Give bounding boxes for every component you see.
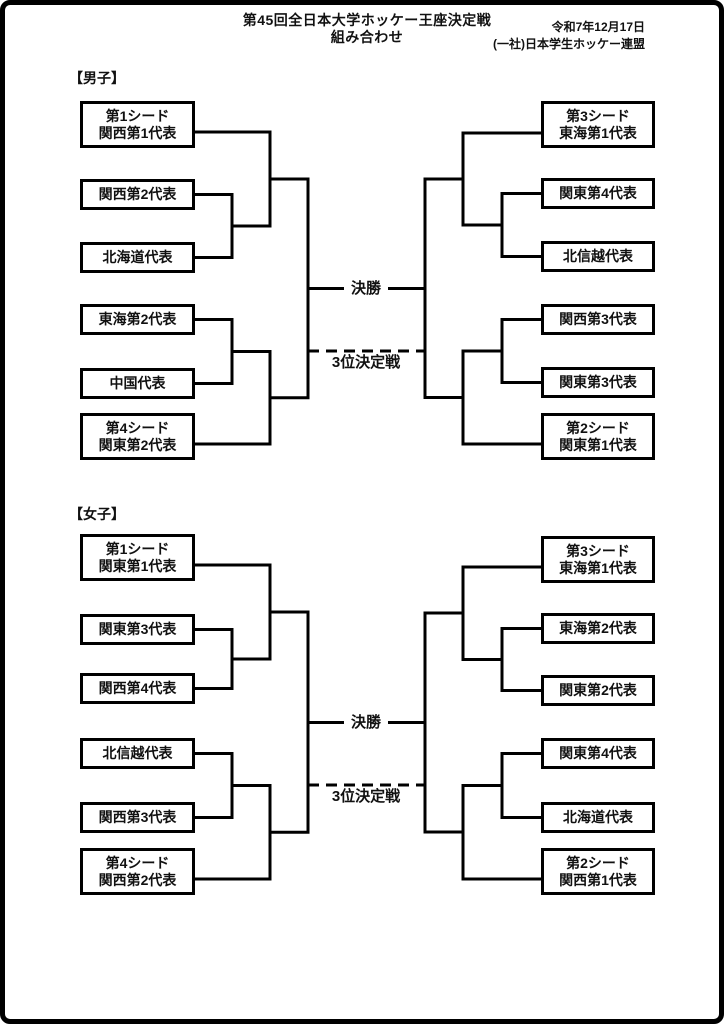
bracket-lines — [193, 130, 543, 881]
page-title: 第45回全日本大学ホッケー王座決定戦 組み合わせ — [5, 12, 719, 46]
team-box-women-right-3: 関東第2代表 — [541, 675, 655, 706]
women-bracket-lines — [193, 563, 543, 881]
team-box-men-right-2: 関東第4代表 — [541, 178, 655, 209]
team-box-women-left-5: 関西第3代表 — [80, 802, 195, 833]
final-label-men: 決勝 — [343, 280, 389, 298]
third-place-label-men: 3位決定戦 — [331, 354, 401, 371]
final-label-women: 決勝 — [343, 714, 389, 732]
team-box-men-left-1: 第1シード 関西第1代表 — [80, 101, 195, 148]
section-label-women: 【女子】 — [69, 506, 125, 522]
third-place-label-women: 3位決定戦 — [331, 788, 401, 805]
section-label-men: 【男子】 — [69, 70, 125, 86]
team-box-women-left-4: 北信越代表 — [80, 738, 195, 769]
team-box-men-left-6: 第4シード 関東第2代表 — [80, 413, 195, 460]
team-box-women-left-6: 第4シード 関西第2代表 — [80, 848, 195, 895]
team-box-men-right-3: 北信越代表 — [541, 241, 655, 272]
team-box-women-right-5: 北海道代表 — [541, 802, 655, 833]
team-box-men-right-1: 第3シード 東海第1代表 — [541, 101, 655, 148]
team-box-women-right-2: 東海第2代表 — [541, 613, 655, 644]
title-line-2: 組み合わせ — [330, 29, 404, 45]
organization-text: (一社)日本学生ホッケー連盟 — [493, 37, 645, 51]
date-block: 令和7年12月17日 (一社)日本学生ホッケー連盟 — [493, 19, 645, 53]
team-box-men-right-4: 関西第3代表 — [541, 304, 655, 335]
team-box-men-right-5: 関東第3代表 — [541, 367, 655, 398]
team-box-women-left-1: 第1シード 関東第1代表 — [80, 534, 195, 581]
team-box-men-left-2: 関西第2代表 — [80, 179, 195, 210]
men-bracket-lines — [193, 130, 543, 446]
team-box-women-left-2: 関東第3代表 — [80, 614, 195, 645]
date-text: 令和7年12月17日 — [551, 20, 645, 34]
team-box-men-left-3: 北海道代表 — [80, 242, 195, 273]
team-box-women-left-3: 関西第4代表 — [80, 673, 195, 704]
team-box-men-right-6: 第2シード 関東第1代表 — [541, 413, 655, 460]
team-box-men-left-4: 東海第2代表 — [80, 304, 195, 335]
team-box-men-left-5: 中国代表 — [80, 368, 195, 399]
title-line-1: 第45回全日本大学ホッケー王座決定戦 — [242, 12, 492, 28]
team-box-women-right-1: 第3シード 東海第1代表 — [541, 536, 655, 583]
team-box-women-right-6: 第2シード 関西第1代表 — [541, 848, 655, 895]
team-box-women-right-4: 関東第4代表 — [541, 738, 655, 769]
